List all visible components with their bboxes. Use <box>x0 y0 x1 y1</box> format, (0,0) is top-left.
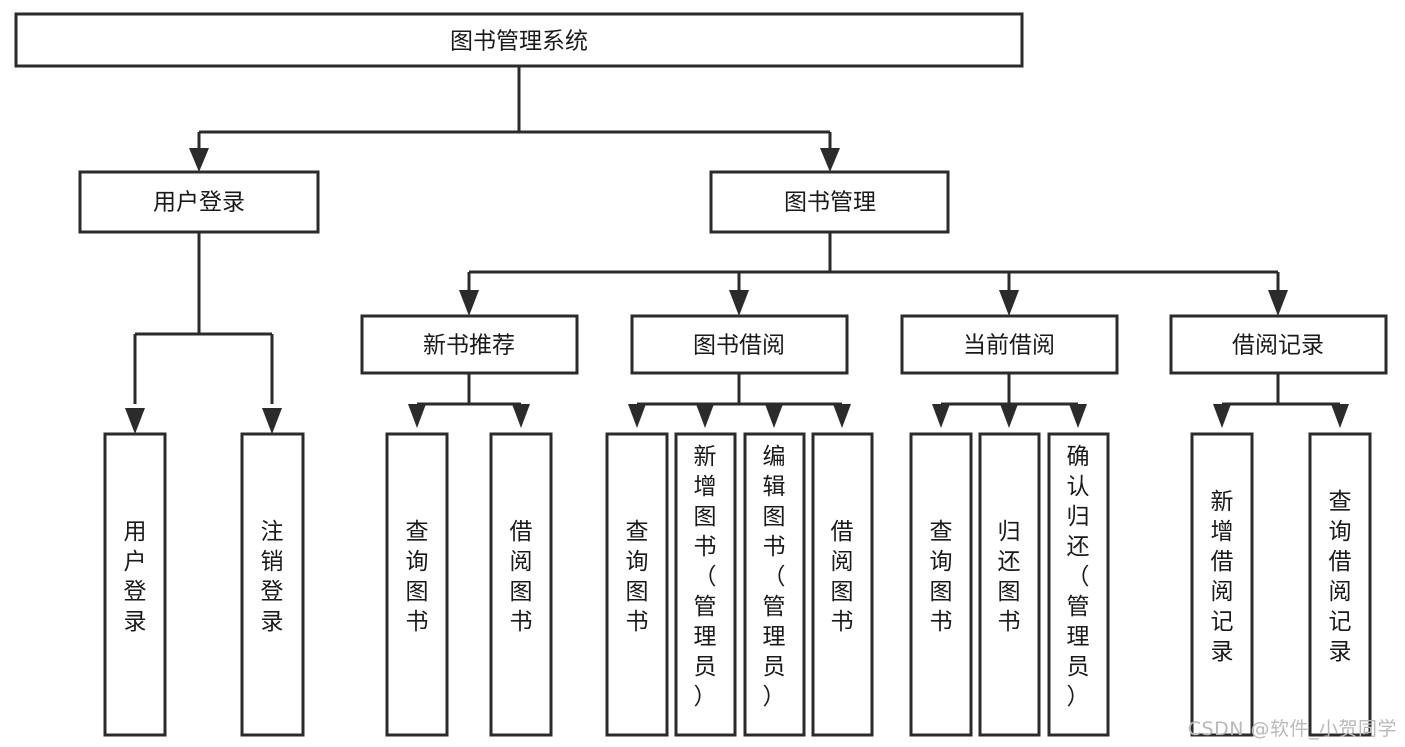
node-leaf-logout-login[interactable]: 注销登录 <box>240 432 305 737</box>
arrowhead-current-borrow <box>999 290 1019 316</box>
arrowhead-leaf-borrow-book-1 <box>512 404 530 428</box>
arrowhead-book-management <box>820 148 840 172</box>
node-user-login[interactable]: 用户登录 <box>78 170 320 234</box>
node-leaf-add-borrow-record-box[interactable] <box>1190 432 1254 737</box>
node-current-borrow[interactable]: 当前借阅 <box>900 314 1119 375</box>
node-book-management[interactable]: 图书管理 <box>709 170 950 234</box>
node-leaf-add-book-admin[interactable]: 新增图书（管理员） <box>674 432 737 737</box>
node-root[interactable]: 图书管理系统 <box>14 12 1024 68</box>
node-leaf-query-book-2-label: 查询图书 <box>626 519 649 635</box>
node-user-login-box[interactable] <box>78 170 320 234</box>
arrowhead-leaf-edit-book-admin <box>765 404 783 428</box>
node-leaf-user-login[interactable]: 用户登录 <box>103 432 167 737</box>
node-leaf-confirm-return-admin-box[interactable] <box>1047 432 1110 737</box>
arrowhead-borrow-record <box>1268 290 1288 316</box>
node-leaf-query-book-3-label: 查询图书 <box>930 519 953 635</box>
node-leaf-edit-book-admin[interactable]: 编辑图书（管理员） <box>743 432 806 737</box>
arrowhead-new-book-recommend <box>459 290 479 316</box>
arrowhead-book-borrow <box>729 290 749 316</box>
node-leaf-logout-login-box[interactable] <box>240 432 305 737</box>
arrowhead-leaf-query-book-3 <box>932 404 950 428</box>
node-borrow-record[interactable]: 借阅记录 <box>1169 314 1388 375</box>
node-leaf-add-borrow-record-label: 新增借阅记录 <box>1211 489 1234 665</box>
node-current-borrow-label: 当前借阅 <box>963 333 1055 359</box>
node-user-login-label: 用户登录 <box>153 190 245 216</box>
node-leaf-query-borrow-record-label: 查询借阅记录 <box>1329 489 1352 665</box>
node-new-book-recommend[interactable]: 新书推荐 <box>360 314 579 375</box>
node-leaf-edit-book-admin-box[interactable] <box>743 432 806 737</box>
node-leaf-return-book[interactable]: 归还图书 <box>978 432 1041 737</box>
arrowhead-leaf-query-book-2 <box>628 404 646 428</box>
node-leaf-borrow-book-2[interactable]: 借阅图书 <box>811 432 874 737</box>
node-leaf-logout-login-label: 注销登录 <box>261 519 284 635</box>
arrowhead-leaf-return-book <box>1000 404 1018 428</box>
node-leaf-borrow-book-2-label: 借阅图书 <box>831 519 854 635</box>
node-leaf-confirm-return-admin[interactable]: 确认归还（管理员） <box>1047 432 1110 737</box>
node-leaf-query-book-1[interactable]: 查询图书 <box>385 432 449 737</box>
node-book-borrow[interactable]: 图书借阅 <box>630 314 849 375</box>
node-book-borrow-label: 图书借阅 <box>693 333 785 359</box>
arrowhead-leaf-user-login <box>125 408 145 434</box>
arrowhead-user-login <box>189 148 209 172</box>
arrowhead-leaf-add-book-admin <box>696 404 714 428</box>
node-leaf-query-book-3-box[interactable] <box>909 432 973 737</box>
node-root-label: 图书管理系统 <box>450 29 588 55</box>
node-book-borrow-box[interactable] <box>630 314 849 375</box>
node-leaf-add-book-admin-box[interactable] <box>674 432 737 737</box>
node-borrow-record-label: 借阅记录 <box>1232 333 1324 359</box>
node-leaf-borrow-book-2-box[interactable] <box>811 432 874 737</box>
node-leaf-borrow-book-1-box[interactable] <box>489 432 553 737</box>
node-leaf-add-book-admin-label: 新增图书（管理员） <box>694 444 717 710</box>
arrowhead-leaf-query-book-1 <box>408 404 426 428</box>
node-new-book-recommend-label: 新书推荐 <box>423 333 515 359</box>
arrowhead-leaf-query-borrow-record <box>1331 404 1349 428</box>
node-book-management-label: 图书管理 <box>784 190 876 216</box>
node-leaf-query-book-3[interactable]: 查询图书 <box>909 432 973 737</box>
node-leaf-query-book-1-box[interactable] <box>385 432 449 737</box>
node-book-management-box[interactable] <box>709 170 950 234</box>
arrowhead-leaf-add-borrow-record <box>1213 404 1231 428</box>
node-leaf-return-book-box[interactable] <box>978 432 1041 737</box>
node-leaf-confirm-return-admin-label: 确认归还（管理员） <box>1067 444 1090 710</box>
arrowhead-leaf-borrow-book-2 <box>833 404 851 428</box>
node-leaf-query-book-2[interactable]: 查询图书 <box>605 432 669 737</box>
node-leaf-borrow-book-1-label: 借阅图书 <box>510 519 533 635</box>
node-leaf-query-book-1-label: 查询图书 <box>406 519 429 635</box>
node-leaf-edit-book-admin-label: 编辑图书（管理员） <box>763 444 786 710</box>
node-leaf-query-book-2-box[interactable] <box>605 432 669 737</box>
node-root-box[interactable] <box>14 12 1024 68</box>
node-current-borrow-box[interactable] <box>900 314 1119 375</box>
node-leaf-user-login-box[interactable] <box>103 432 167 737</box>
node-leaf-query-borrow-record[interactable]: 查询借阅记录 <box>1308 432 1372 737</box>
node-new-book-recommend-box[interactable] <box>360 314 579 375</box>
arrowheads-group <box>125 148 1349 434</box>
node-leaf-query-borrow-record-box[interactable] <box>1308 432 1372 737</box>
node-leaf-user-login-label: 用户登录 <box>124 519 147 635</box>
arrowhead-leaf-logout-login <box>262 408 282 434</box>
node-leaf-return-book-label: 归还图书 <box>998 519 1021 635</box>
arrowhead-leaf-confirm-return-admin <box>1069 404 1087 428</box>
node-leaf-borrow-book-1[interactable]: 借阅图书 <box>489 432 553 737</box>
node-leaf-add-borrow-record[interactable]: 新增借阅记录 <box>1190 432 1254 737</box>
node-borrow-record-box[interactable] <box>1169 314 1388 375</box>
csdn-watermark: CSDN @软件_小贺同学 <box>1187 718 1397 740</box>
